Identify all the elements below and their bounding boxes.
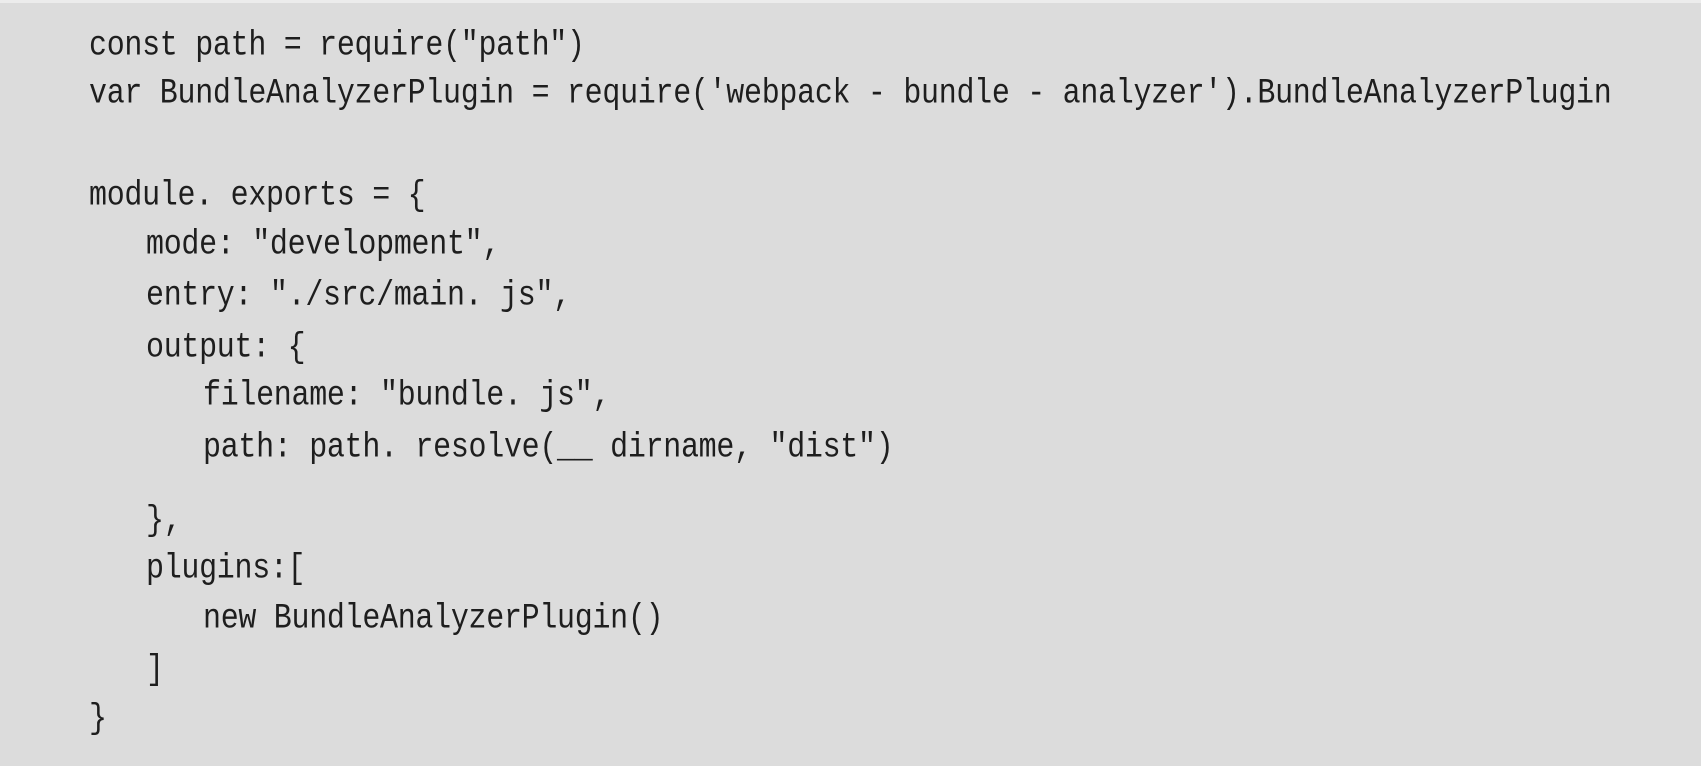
code-line: plugins:[ (146, 548, 306, 590)
code-line: module. exports = { (89, 175, 426, 217)
code-line: entry: "./src/main. js", (146, 275, 571, 317)
code-line: path: path. resolve(__ dirname, "dist") (203, 427, 894, 469)
code-line: output: { (146, 327, 306, 369)
code-line: new BundleAnalyzerPlugin() (203, 598, 664, 640)
code-line: filename: "bundle. js", (203, 375, 611, 417)
code-line: var BundleAnalyzerPlugin = require('webp… (89, 73, 1612, 115)
code-line: } (89, 698, 107, 740)
code-line: mode: "development", (146, 224, 501, 266)
code-line: ] (146, 649, 164, 691)
code-line: }, (146, 500, 182, 542)
code-line: const path = require("path") (89, 25, 585, 67)
